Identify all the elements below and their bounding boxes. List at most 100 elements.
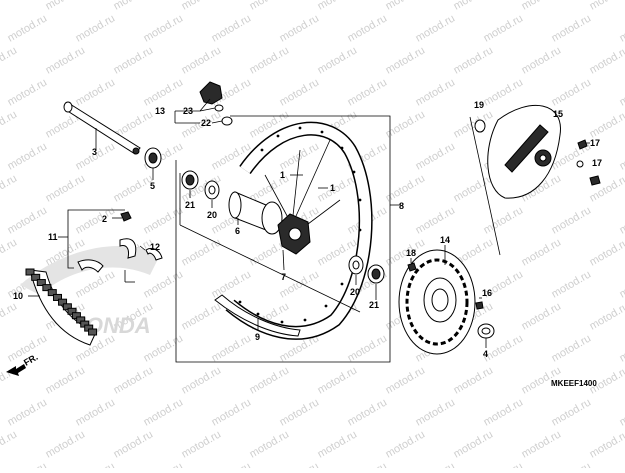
watermark-text: motod.ru — [316, 364, 360, 396]
watermark-text: motod.ru — [618, 396, 625, 428]
watermark-text: motod.ru — [112, 364, 156, 396]
watermark-text: motod.ru — [550, 204, 594, 236]
watermark-text: motod.ru — [0, 44, 19, 76]
watermark-text: motod.ru — [44, 0, 88, 13]
watermark-text: motod.ru — [550, 268, 594, 300]
watermark-text: motod.ru — [0, 300, 19, 332]
watermark-text: motod.ru — [414, 12, 458, 44]
watermark-text: motod.ru — [346, 460, 390, 468]
watermark-text: motod.ru — [316, 172, 360, 204]
rim-hole — [281, 321, 284, 324]
rim-hole — [359, 229, 362, 232]
label-part-8: 8 — [399, 201, 404, 211]
watermark-text: motod.ru — [618, 268, 625, 300]
watermark-text: motod.ru — [520, 236, 564, 268]
watermark-text: motod.ru — [588, 108, 625, 140]
watermark-text: motod.ru — [384, 428, 428, 460]
rim-hole — [261, 149, 264, 152]
watermark-text: motod.ru — [520, 44, 564, 76]
watermark-text: motod.ru — [74, 268, 118, 300]
watermark-text: motod.ru — [618, 140, 625, 172]
label-part-22: 22 — [201, 118, 211, 128]
label-part-1a: 1 — [280, 170, 285, 180]
rim-hole — [321, 131, 324, 134]
label-part-19: 19 — [474, 100, 484, 110]
label-part-20b: 20 — [350, 287, 360, 297]
watermark-text: motod.ru — [74, 204, 118, 236]
label-part-17b: 17 — [592, 158, 602, 168]
watermark-text: motod.ru — [550, 12, 594, 44]
label-part-5: 5 — [150, 181, 155, 191]
watermark-text: motod.ru — [74, 396, 118, 428]
rim-hole — [239, 301, 242, 304]
label-part-14: 14 — [440, 235, 450, 245]
watermark-text: motod.ru — [452, 428, 496, 460]
watermark-text: motod.ru — [588, 44, 625, 76]
label-part-3: 3 — [92, 147, 97, 157]
watermark-text: motod.ru — [588, 300, 625, 332]
tire-knob — [89, 329, 97, 335]
watermark-text: motod.ru — [316, 0, 360, 13]
watermark-text: motod.ru — [482, 396, 526, 428]
label-part-1b: 1 — [330, 183, 335, 193]
watermark-text: motod.ru — [278, 12, 322, 44]
watermark-text: motod.ru — [0, 428, 19, 460]
watermark-text: motod.ru — [0, 108, 19, 140]
label-part-11: 11 — [48, 232, 58, 242]
watermark-text: motod.ru — [550, 460, 594, 468]
watermark-text: motod.ru — [520, 0, 564, 13]
label-part-7: 7 — [281, 272, 286, 282]
watermark-text: motod.ru — [278, 76, 322, 108]
watermark-text: motod.ru — [210, 460, 254, 468]
watermark-text: motod.ru — [618, 204, 625, 236]
watermark-text: motod.ru — [0, 172, 19, 204]
watermark-text: motod.ru — [452, 44, 496, 76]
watermark-text: motod.ru — [74, 12, 118, 44]
watermark-text: motod.ru — [482, 12, 526, 44]
watermark-text: motod.ru — [74, 76, 118, 108]
watermark-text: motod.ru — [112, 0, 156, 13]
watermark-text: motod.ru — [180, 428, 224, 460]
watermark-text: motod.ru — [316, 428, 360, 460]
watermark-text: motod.ru — [142, 460, 186, 468]
watermark-text: motod.ru — [414, 204, 458, 236]
rim-hole — [325, 305, 328, 308]
watermark-text: motod.ru — [248, 428, 292, 460]
watermark-text: motod.ru — [142, 12, 186, 44]
label-part-21a: 21 — [185, 200, 195, 210]
watermark-text: motod.ru — [452, 172, 496, 204]
label-part-4: 4 — [483, 349, 488, 359]
label-part-15: 15 — [553, 109, 563, 119]
rim-hole — [257, 313, 260, 316]
watermark-text: motod.ru — [6, 204, 50, 236]
watermark-text: motod.ru — [452, 0, 496, 13]
watermark-text: motod.ru — [248, 0, 292, 13]
watermark-text: motod.ru — [278, 460, 322, 468]
watermark-text: motod.ru — [210, 396, 254, 428]
watermark-text: motod.ru — [210, 12, 254, 44]
watermark-text: motod.ru — [180, 0, 224, 13]
watermark-text: motod.ru — [618, 460, 625, 468]
watermark-text: motod.ru — [618, 332, 625, 364]
watermark-text: motod.ru — [482, 204, 526, 236]
rim-hole — [299, 127, 302, 130]
watermark-text: motod.ru — [6, 12, 50, 44]
label-part-18: 18 — [406, 248, 416, 258]
watermark-text: motod.ru — [44, 172, 88, 204]
label-part-20a: 20 — [207, 210, 217, 220]
diagram-code: MKEEF1400 — [551, 379, 597, 388]
watermark-text: motod.ru — [74, 460, 118, 468]
watermark-text: motod.ru — [452, 364, 496, 396]
watermark-text: motod.ru — [550, 332, 594, 364]
watermark-text: motod.ru — [112, 428, 156, 460]
watermark-text: motod.ru — [248, 364, 292, 396]
watermark-text: motod.ru — [550, 76, 594, 108]
label-part-2: 2 — [102, 214, 107, 224]
watermark-text: motod.ru — [550, 396, 594, 428]
watermark-text: motod.ru — [180, 364, 224, 396]
label-part-6: 6 — [235, 226, 240, 236]
watermark-text: motod.ru — [384, 0, 428, 13]
watermark-text: motod.ru — [278, 396, 322, 428]
label-part-16: 16 — [482, 288, 492, 298]
